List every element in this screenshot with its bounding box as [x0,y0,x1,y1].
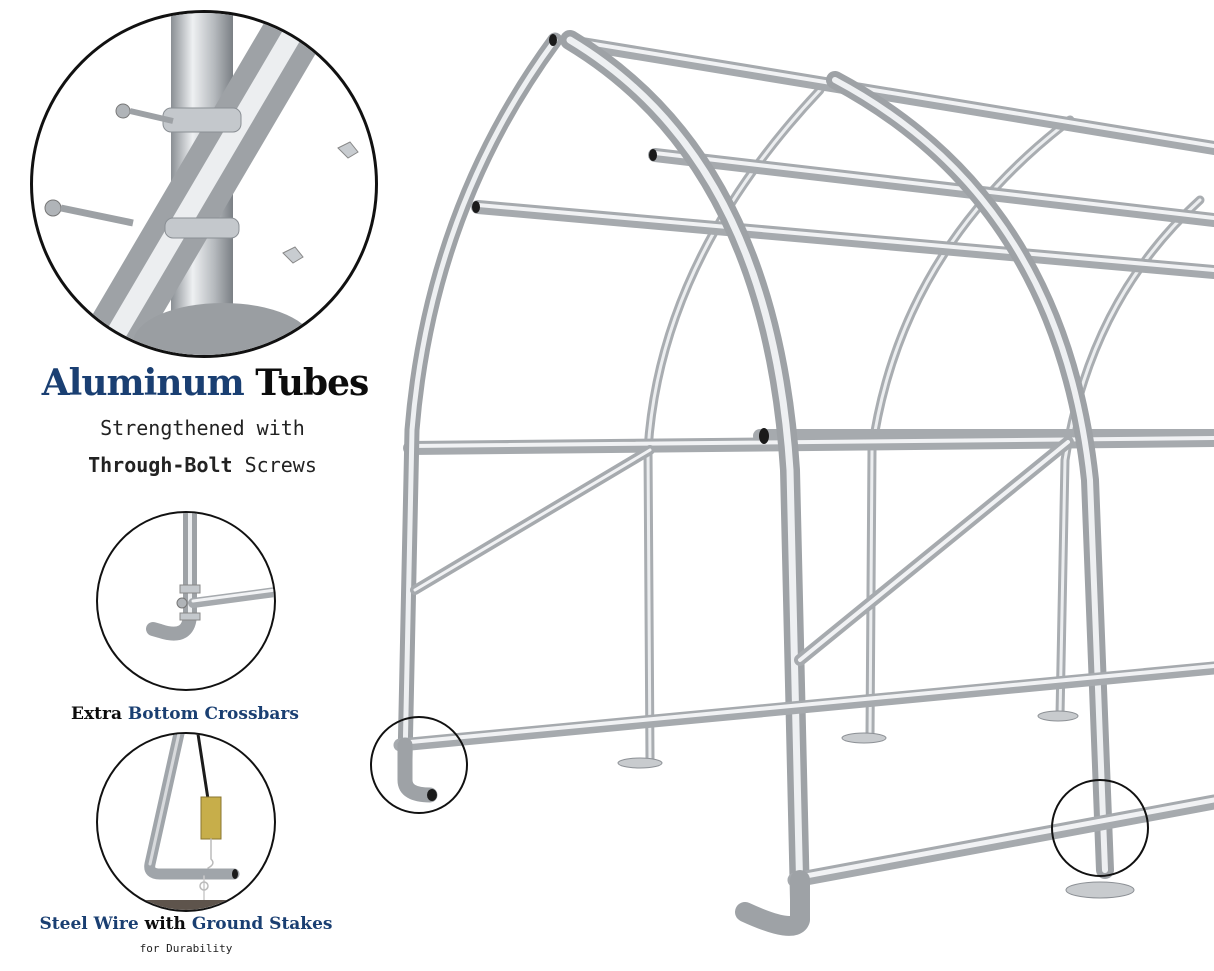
feature-3-caption-accent-1: Steel Wire [39,914,139,934]
feature-1-title-rest: Tubes [255,362,369,404]
feature-3-caption-dark: with [144,914,186,934]
feature-2-caption-dark: Extra [71,704,122,724]
bottom-crossbar-foot-callout [370,716,468,814]
feature-3-caption: Steel Wire with Ground Stakes [0,914,372,934]
feature-2-caption-accent: Bottom Crossbars [127,704,299,724]
ground-stake-ratchet-icon [98,734,274,910]
tube-joint-closeup [30,10,378,358]
bottom-crossbar-closeup [96,511,276,691]
feature-1-title-accent: Aluminum [41,362,245,404]
feature-1-subtitle-rest: Screws [244,453,317,477]
feature-3-caption-sub: for Durability [139,942,233,955]
feature-1-title: Aluminum Tubes [0,362,410,404]
l-foot-crossbar-icon [146,513,274,641]
feature-3-caption-accent-2: Ground Stakes [191,914,333,934]
feature-1-subtitle-line2: Through-Bolt Screws [0,453,405,477]
base-plate-joint-callout [1051,779,1149,877]
feature-1-subtitle-line1: Strengthened with [100,416,305,440]
feature-2-caption: Extra Bottom Crossbars [0,704,370,724]
steel-wire-stake-closeup [96,732,276,912]
tube-joint-icon [44,13,359,355]
feature-1-subtitle-bold: Through-Bolt [88,453,233,477]
